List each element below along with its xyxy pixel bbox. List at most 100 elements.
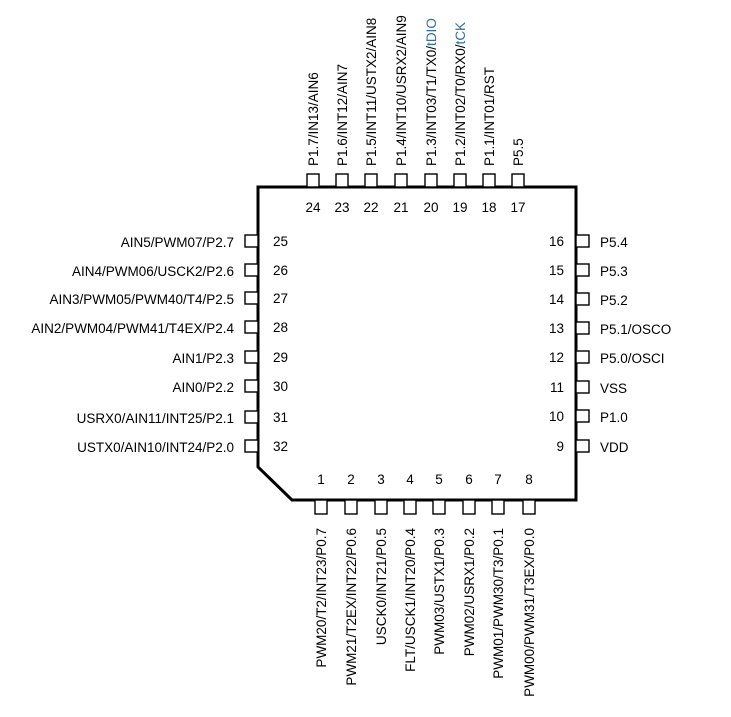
pin-number-top-4: 20 — [423, 200, 438, 215]
pin-number-top-5: 19 — [452, 200, 467, 215]
pin-left-4 — [244, 350, 259, 364]
pin-label-bottom-5: PWM02/USRX1/P0.2 — [462, 528, 477, 656]
pin-right-1 — [575, 263, 590, 277]
pin-number-left-7: 32 — [273, 439, 288, 454]
pin-bottom-3 — [403, 499, 417, 515]
pin-label-left-1: AIN4/PWM06/USCK2/P2.6 — [72, 264, 234, 279]
pin-left-5 — [244, 379, 259, 393]
pin-number-right-7: 9 — [556, 439, 564, 454]
pin-label-left-2: AIN3/PWM05/PWM40/T4/P2.5 — [49, 292, 234, 307]
pin-top-2 — [364, 173, 378, 188]
pin-label-top-5-debug-part: tCK — [453, 22, 468, 45]
pin-number-right-6: 10 — [549, 409, 564, 424]
pin-left-2 — [244, 291, 259, 305]
pin-label-right-2: P5.2 — [600, 293, 628, 308]
pin-number-left-0: 25 — [273, 234, 288, 249]
pin-label-right-7: VDD — [600, 440, 629, 455]
pin-label-left-4: AIN1/P2.3 — [172, 351, 234, 366]
pin-label-top-1: P1.6/INT12/AIN7 — [335, 64, 350, 166]
pin-label-right-0: P5.4 — [600, 235, 628, 250]
pin-bottom-2 — [374, 499, 388, 515]
pin-top-7 — [511, 173, 525, 188]
pin-left-7 — [244, 439, 259, 453]
pin-number-top-0: 24 — [305, 200, 321, 215]
pin-number-bottom-2: 3 — [377, 472, 385, 487]
pin-number-left-3: 28 — [273, 320, 288, 335]
chip-package-body — [256, 185, 578, 502]
pin-number-right-2: 14 — [549, 292, 565, 307]
pin-label-bottom-2: USCK0/INT21/P0.5 — [374, 528, 389, 645]
pin-top-4 — [424, 173, 438, 188]
pin-number-left-1: 26 — [273, 263, 288, 278]
pin-label-right-6: P1.0 — [600, 410, 628, 425]
pin-number-top-6: 18 — [481, 200, 496, 215]
pin-number-top-1: 23 — [334, 200, 349, 215]
pin-label-bottom-7: PWM00/PWM31/T3EX/P0.0 — [522, 528, 537, 697]
pin-number-top-3: 21 — [393, 200, 408, 215]
pin-bottom-0 — [314, 499, 328, 515]
pin-label-top-6: P1.1/INT01/RST — [482, 67, 497, 166]
pin-number-bottom-7: 8 — [525, 472, 533, 487]
pin-bottom-6 — [491, 499, 505, 515]
pin-left-1 — [244, 263, 259, 277]
pin-top-1 — [335, 173, 349, 188]
pin-bottom-4 — [432, 499, 446, 515]
pin-number-bottom-3: 4 — [406, 472, 414, 487]
pin-number-left-4: 29 — [273, 350, 288, 365]
pin-label-left-7: USTX0/AIN10/INT24/P2.0 — [77, 440, 234, 455]
pin-top-0 — [306, 173, 320, 188]
pin-number-left-5: 30 — [273, 379, 288, 394]
pin-label-bottom-6: PWM01/PWM30/T3/P0.1 — [491, 528, 506, 679]
pin-number-right-1: 15 — [549, 263, 564, 278]
pin-number-bottom-6: 7 — [494, 472, 502, 487]
pin-top-5 — [453, 173, 467, 188]
pin-number-left-2: 27 — [273, 291, 288, 306]
pin-number-bottom-0: 1 — [317, 472, 325, 487]
pin-number-right-4: 12 — [549, 350, 564, 365]
pin-right-6 — [575, 409, 590, 423]
pin-top-3 — [394, 173, 408, 188]
pin-number-right-5: 11 — [550, 380, 564, 395]
pin-left-3 — [244, 320, 259, 334]
pin-number-top-2: 22 — [363, 200, 378, 215]
pin-top-6 — [482, 173, 496, 188]
pin-label-right-3: P5.1/OSCO — [600, 322, 671, 337]
pin-left-6 — [244, 410, 259, 424]
pin-label-top-7: P5.5 — [511, 138, 526, 166]
pin-label-left-3: AIN2/PWM04/PWM41/T4EX/P2.4 — [31, 321, 234, 336]
pin-label-bottom-1: PWM21/T2EX/INT22/P0.6 — [344, 528, 359, 686]
pin-number-top-7: 17 — [510, 200, 525, 215]
pin-right-7 — [575, 439, 590, 453]
pin-label-top-0: P1.7/IN13/AIN6 — [306, 72, 321, 166]
pin-label-bottom-3: FLT/USCK1/INT20/P0.4 — [403, 528, 418, 672]
pin-label-bottom-0: PWM20/T2/INT23/P0.7 — [314, 528, 329, 668]
pin-number-left-6: 31 — [273, 410, 288, 425]
pin-number-bottom-5: 6 — [465, 472, 473, 487]
pin-label-right-1: P5.3 — [600, 264, 628, 279]
pin-label-right-4: P5.0/OSCI — [600, 351, 665, 366]
pin-label-bottom-4: PWM03/USTX1/P0.3 — [432, 528, 447, 655]
pin-label-left-6: USRX0/AIN11/INT25/P2.1 — [77, 411, 234, 426]
pin-number-right-0: 16 — [549, 234, 564, 249]
pins-layer: 24P1.7/IN13/AIN623P1.6/INT12/AIN722P1.5/… — [31, 15, 671, 697]
pin-label-left-0: AIN5/PWM07/P2.7 — [121, 235, 234, 250]
pin-right-3 — [575, 321, 590, 335]
pin-right-4 — [575, 350, 590, 364]
pin-label-top-2: P1.5/INT11/USTX2/AIN8 — [364, 18, 379, 166]
pin-left-0 — [244, 234, 259, 248]
pin-bottom-5 — [462, 499, 476, 515]
pin-bottom-1 — [344, 499, 358, 515]
pin-label-top-4-debug-part: tDIO — [424, 18, 439, 46]
pin-right-2 — [575, 292, 590, 306]
pin-label-top-3: P1.4/INT10/USRX2/AIN9 — [394, 15, 409, 166]
pin-number-right-3: 13 — [549, 321, 564, 336]
pin-label-left-5: AIN0/P2.2 — [172, 380, 234, 395]
pin-right-5 — [575, 380, 590, 394]
pin-number-bottom-4: 5 — [435, 472, 443, 487]
pin-label-top-4: P1.3/INT03/T1/TX0/tDIO — [424, 18, 439, 166]
pin-right-0 — [575, 234, 590, 248]
pin-number-bottom-1: 2 — [347, 472, 355, 487]
pin-bottom-7 — [522, 499, 536, 515]
pin-label-top-5: P1.2/INT02/T0/RX0/tCK — [453, 22, 468, 166]
